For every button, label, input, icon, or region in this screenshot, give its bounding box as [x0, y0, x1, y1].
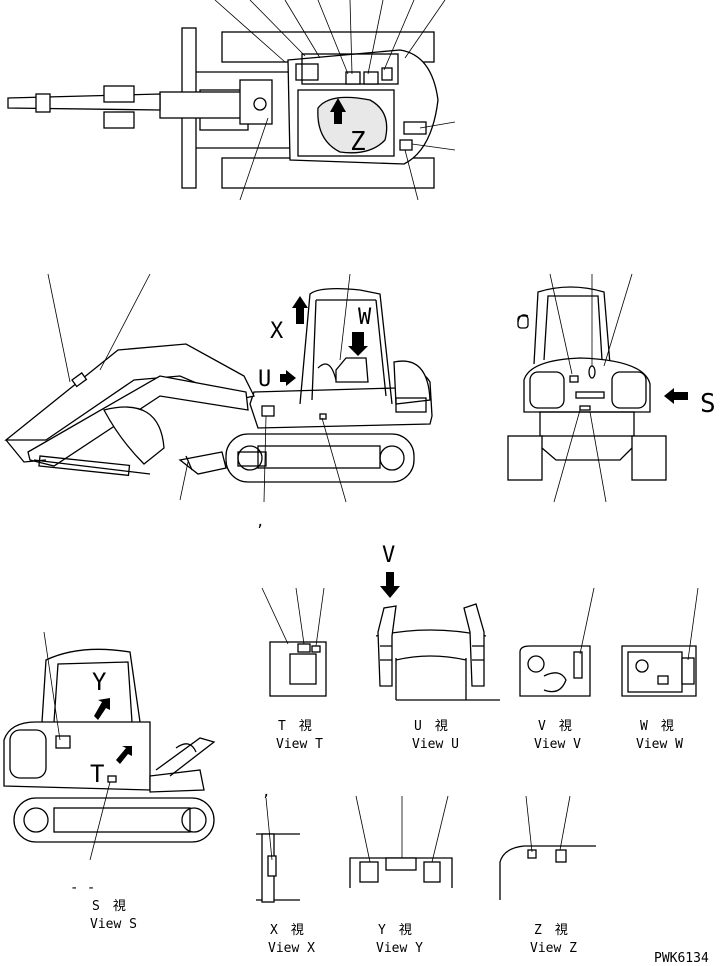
- view-u-v-letter: V: [382, 543, 395, 568]
- caption-y-en: View Y: [376, 941, 423, 956]
- left-stray-mark: - -: [70, 880, 95, 896]
- caption-w-jp: W 視: [640, 719, 674, 734]
- caption-v-en: View V: [534, 737, 581, 752]
- view-z-detail: [499, 795, 596, 900]
- top-view-machine: Z: [7, 0, 456, 201]
- view-t-detail: [261, 587, 327, 697]
- left-view-machine: T Y - -: [3, 631, 216, 896]
- caption-x-en: View X: [268, 941, 315, 956]
- caption-u-jp: U 視: [414, 719, 448, 734]
- top-view-z-letter: Z: [350, 127, 366, 157]
- left-t-letter: T: [90, 760, 104, 788]
- drawing-code: PWK6134: [654, 951, 709, 966]
- caption-s-jp: S 視: [92, 899, 126, 914]
- caption-y-jp: Y 視: [378, 923, 412, 938]
- view-y-detail: [349, 795, 453, 888]
- rear-s-letter: S: [700, 389, 716, 419]
- view-v-detail: [519, 587, 595, 697]
- rear-view-machine: S: [507, 273, 716, 503]
- side-view-machine: X W U ,: [4, 273, 433, 530]
- view-u-detail: V: [375, 543, 500, 701]
- caption-z-en: View Z: [530, 941, 577, 956]
- view-w-detail: [621, 587, 699, 697]
- view-x-stray-mark: ,: [262, 784, 270, 800]
- caption-v-jp: V 視: [538, 719, 572, 734]
- caption-z-jp: Z 視: [534, 923, 568, 938]
- caption-s-en: View S: [90, 917, 137, 932]
- side-w-letter: W: [358, 305, 372, 330]
- caption-t-en: View T: [276, 737, 323, 752]
- left-y-letter: Y: [92, 668, 107, 696]
- caption-u-en: View U: [412, 737, 459, 752]
- caption-x-jp: X 視: [270, 923, 304, 938]
- side-x-letter: X: [270, 319, 284, 344]
- view-captions: T 視 View T U 視 View U V 視 View V W 視 Vie…: [90, 719, 683, 956]
- caption-t-jp: T 視: [278, 719, 312, 734]
- side-u-letter: U: [258, 367, 271, 392]
- caption-w-en: View W: [636, 737, 683, 752]
- view-x-detail: ,: [256, 784, 300, 903]
- side-stray-mark: ,: [256, 514, 264, 530]
